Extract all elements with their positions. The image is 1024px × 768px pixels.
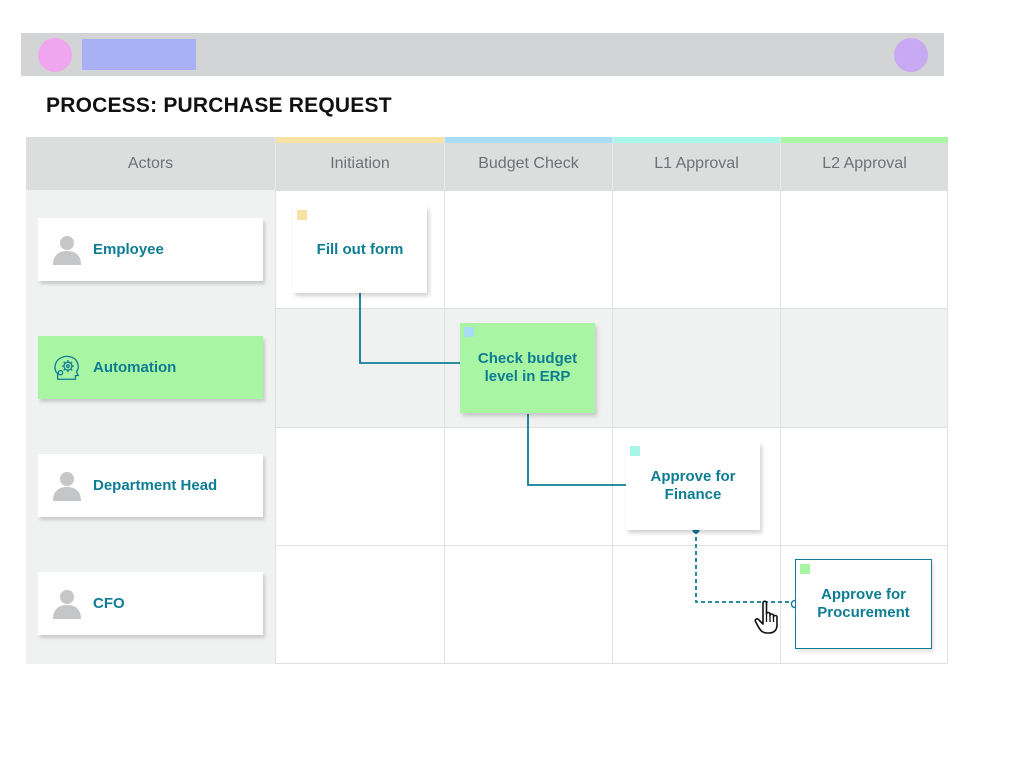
phase-accent-bar xyxy=(781,137,948,143)
page-title: PROCESS: PURCHASE REQUEST xyxy=(46,94,392,117)
phase-tag xyxy=(800,564,810,574)
phase-header-l2-approval[interactable]: L2 Approval xyxy=(780,137,948,190)
phase-header-label: Initiation xyxy=(330,154,390,172)
actor-card-cfo[interactable]: CFO xyxy=(38,572,263,635)
grid-divider xyxy=(275,190,276,664)
title-placeholder-block[interactable] xyxy=(82,39,196,70)
task-card-fill-out-form[interactable]: Fill out form xyxy=(293,206,427,293)
swimlane-board: Actors Initiation Budget Check L1 Approv… xyxy=(26,137,948,664)
right-avatar-dot[interactable] xyxy=(894,38,928,72)
phase-header-label: Budget Check xyxy=(478,154,579,172)
task-label: Check budget level in ERP xyxy=(477,350,578,385)
phase-header-label: L2 Approval xyxy=(822,154,907,172)
task-label: Fill out form xyxy=(316,240,404,258)
actor-label: Department Head xyxy=(93,477,218,494)
actors-header: Actors xyxy=(26,137,275,190)
actor-card-automation[interactable]: Automation xyxy=(38,336,263,399)
connector-line[interactable] xyxy=(527,414,626,486)
top-toolbar xyxy=(21,33,944,76)
phase-tag xyxy=(630,446,640,456)
person-icon xyxy=(52,588,82,620)
connector-line[interactable] xyxy=(359,293,460,364)
actor-card-employee[interactable]: Employee xyxy=(38,218,263,281)
task-label: Approve for Procurement xyxy=(817,586,910,621)
phase-header-initiation[interactable]: Initiation xyxy=(275,137,444,190)
lane-department-head xyxy=(275,427,948,545)
phase-header-l1-approval[interactable]: L1 Approval xyxy=(612,137,780,190)
actor-label: Employee xyxy=(93,241,164,258)
phase-tag xyxy=(464,327,474,337)
person-icon xyxy=(52,470,82,502)
phase-accent-bar xyxy=(445,137,612,143)
left-avatar-dot[interactable] xyxy=(38,38,72,72)
hand-pointer-icon xyxy=(754,600,778,634)
actor-label: CFO xyxy=(93,595,125,612)
task-label: Approve for Finance xyxy=(650,468,736,503)
task-card-approve-for-finance[interactable]: Approve for Finance xyxy=(626,442,760,530)
phase-tag xyxy=(297,210,307,220)
phase-accent-bar xyxy=(276,137,444,143)
lane-automation xyxy=(275,308,948,427)
phase-header-label: L1 Approval xyxy=(654,154,739,172)
grid-divider xyxy=(275,663,948,664)
grid-divider xyxy=(780,190,781,664)
task-card-approve-for-procurement[interactable]: Approve for Procurement xyxy=(795,559,932,649)
actor-card-department-head[interactable]: Department Head xyxy=(38,454,263,517)
task-card-check-budget[interactable]: Check budget level in ERP xyxy=(460,323,595,413)
phase-accent-bar xyxy=(613,137,780,143)
grid-divider xyxy=(444,190,445,664)
grid-divider xyxy=(947,190,948,664)
person-icon xyxy=(52,234,82,266)
actor-label: Automation xyxy=(93,359,177,376)
phase-header-budget-check[interactable]: Budget Check xyxy=(444,137,612,190)
grid-divider xyxy=(612,190,613,664)
ai-head-gear-icon xyxy=(52,352,82,384)
connector-line-dashed[interactable] xyxy=(695,530,795,603)
